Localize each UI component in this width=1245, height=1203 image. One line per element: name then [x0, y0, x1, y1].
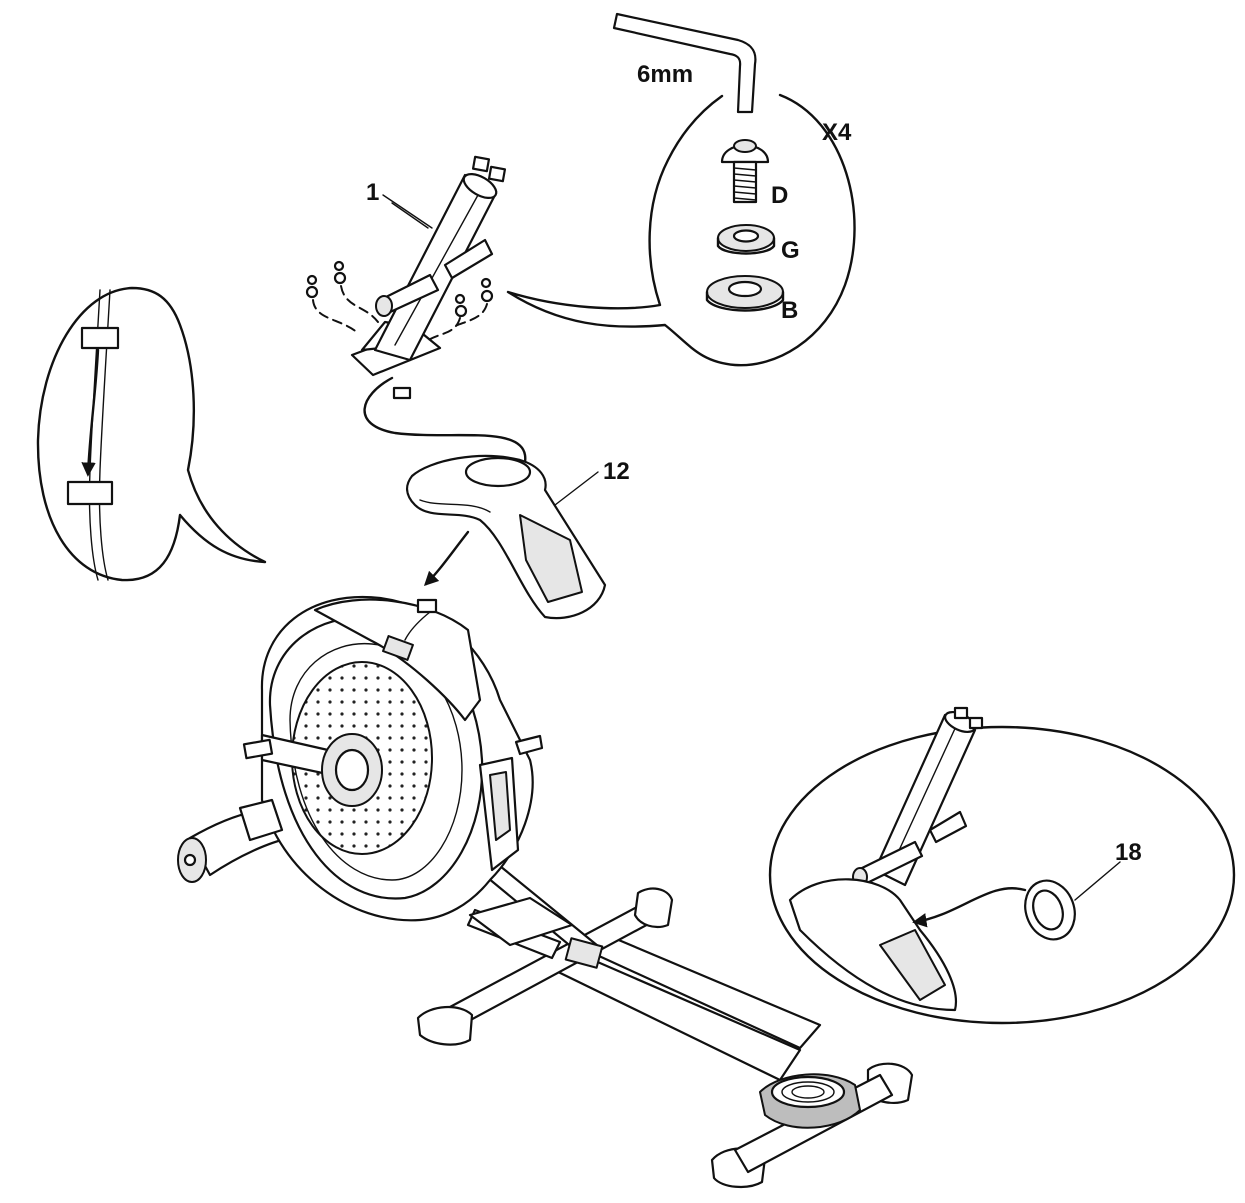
arrow-cover-to-frame: [423, 530, 470, 587]
flat-washer-label: B: [781, 297, 798, 324]
allen-key-icon: [612, 12, 757, 114]
bolt-icon: [720, 139, 770, 204]
part-18-label: 18: [1115, 839, 1142, 866]
screws-icon: [305, 260, 494, 318]
ring-icon: [1024, 879, 1076, 941]
bolt-label: D: [771, 182, 788, 209]
elliptical-base: [177, 808, 914, 1188]
cover-piece: [406, 454, 607, 620]
ring-install-callout: [768, 706, 1236, 1025]
cable-tie-callout: [36, 286, 267, 582]
part-12-label: 12: [603, 458, 630, 485]
split-washer-label: G: [781, 237, 800, 264]
fan-housing: [238, 595, 544, 922]
hardware-callout: [506, 12, 856, 367]
allen-key-size-label: 6mm: [637, 61, 693, 88]
split-washer-icon: [716, 224, 776, 255]
quantity-label: X4: [822, 119, 852, 146]
flat-washer-icon: [705, 275, 785, 312]
upright-tube: [305, 155, 507, 400]
part-1-label: 1: [366, 179, 379, 206]
